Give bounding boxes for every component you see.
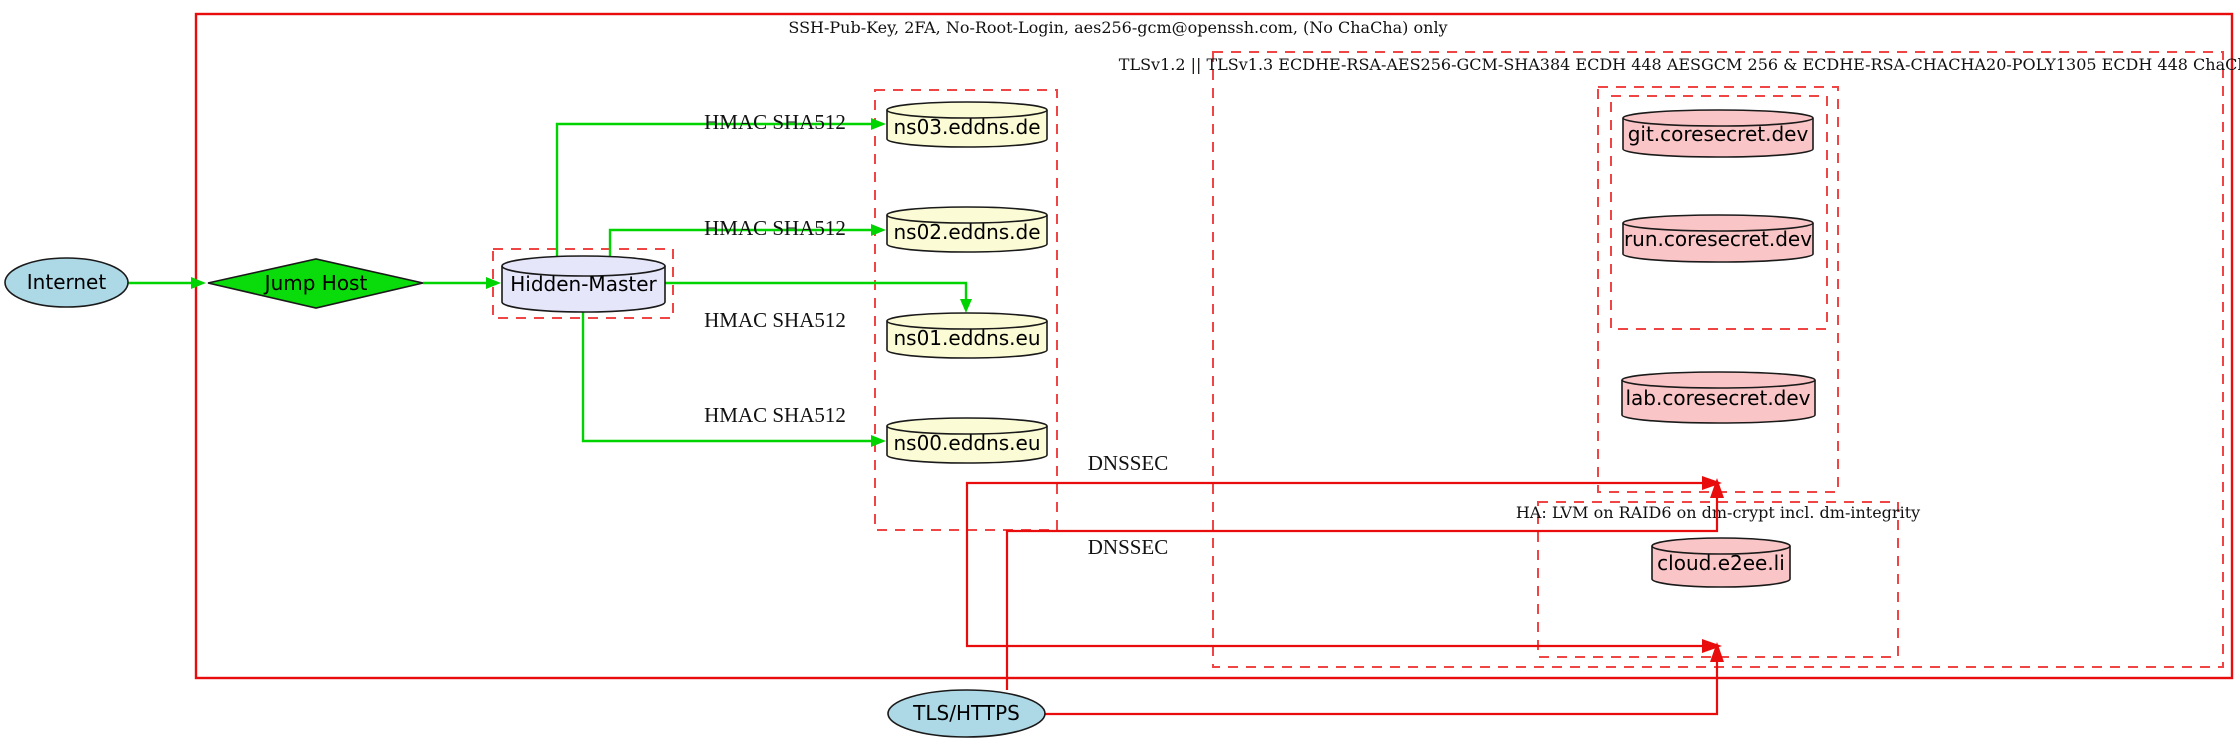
edge-label-dnssec-top: DNSSEC bbox=[1088, 451, 1169, 475]
node-ns01-label: ns01.eddns.eu bbox=[893, 326, 1040, 350]
node-ns02: ns02.eddns.de bbox=[886, 206, 1048, 253]
edge-internet-to-jumphost bbox=[128, 277, 206, 289]
edge-dnssec-upper bbox=[965, 476, 1722, 653]
node-ns02-label: ns02.eddns.de bbox=[893, 220, 1040, 244]
edge-hiddenmaster-to-ns00 bbox=[581, 312, 886, 447]
arrowhead bbox=[1710, 642, 1724, 662]
node-jump-host: Jump Host bbox=[207, 258, 424, 309]
edge-hiddenmaster-to-ns03 bbox=[555, 118, 886, 258]
cluster-nameservers-box bbox=[874, 89, 1058, 531]
node-ns01: ns01.eddns.eu bbox=[886, 312, 1048, 359]
node-internet: Internet bbox=[4, 257, 129, 308]
node-internet-label: Internet bbox=[27, 270, 107, 294]
edge-label-hmac-ns03: HMAC SHA512 bbox=[704, 110, 846, 134]
node-tls-https-label: TLS/HTTPS bbox=[912, 701, 1020, 725]
arrowhead bbox=[960, 299, 972, 313]
edge-label-hmac-ns01: HMAC SHA512 bbox=[704, 308, 846, 332]
node-run: run.coresecret.dev bbox=[1622, 214, 1814, 263]
edge-hiddenmaster-to-ns01 bbox=[665, 281, 972, 313]
node-hidden-master: Hidden-Master bbox=[501, 255, 666, 313]
node-lab-label: lab.coresecret.dev bbox=[1625, 386, 1810, 410]
arrowhead bbox=[1702, 639, 1722, 653]
arrowhead bbox=[486, 277, 501, 289]
arrowhead bbox=[871, 224, 886, 236]
node-cloud-label: cloud.e2ee.li bbox=[1657, 551, 1785, 575]
cluster-tls-label: TLSv1.2 || TLSv1.3 ECDHE-RSA-AES256-GCM-… bbox=[1119, 55, 2240, 74]
node-cloud: cloud.e2ee.li bbox=[1651, 537, 1791, 588]
node-git-label: git.coresecret.dev bbox=[1628, 122, 1809, 146]
edge-label-hmac-ns02: HMAC SHA512 bbox=[704, 216, 846, 240]
node-ns00-label: ns00.eddns.eu bbox=[893, 431, 1040, 455]
cluster-ssh-box bbox=[194, 12, 2234, 680]
node-git: git.coresecret.dev bbox=[1622, 109, 1814, 158]
cluster-hidden-master-box bbox=[492, 248, 674, 319]
node-ns03: ns03.eddns.de bbox=[886, 101, 1048, 148]
arrowhead bbox=[871, 435, 886, 447]
node-ns00: ns00.eddns.eu bbox=[886, 417, 1048, 464]
node-lab: lab.coresecret.dev bbox=[1621, 371, 1816, 424]
edge-hiddenmaster-to-ns02 bbox=[608, 224, 886, 258]
cluster-gitrun-inner-box bbox=[1610, 95, 1828, 330]
edge-tlshttps-to-lab-cluster bbox=[1005, 478, 1724, 690]
cluster-ssh-label: SSH-Pub-Key, 2FA, No-Root-Login, aes256-… bbox=[788, 18, 1447, 37]
node-jump-host-label: Jump Host bbox=[263, 271, 368, 295]
node-tls-https: TLS/HTTPS bbox=[887, 689, 1046, 738]
edge-label-hmac-ns00: HMAC SHA512 bbox=[704, 403, 846, 427]
edge-label-dnssec-bottom: DNSSEC bbox=[1088, 535, 1169, 559]
node-run-label: run.coresecret.dev bbox=[1624, 227, 1812, 251]
node-hidden-master-label: Hidden-Master bbox=[510, 272, 657, 296]
edge-tlshttps-to-ha-cluster bbox=[1045, 642, 1724, 716]
edge-jumphost-to-hiddenmaster bbox=[423, 277, 501, 289]
arrowhead bbox=[191, 277, 206, 289]
arrowhead bbox=[871, 118, 886, 130]
node-ns03-label: ns03.eddns.de bbox=[893, 115, 1040, 139]
arrowhead bbox=[1702, 476, 1722, 490]
arrowhead bbox=[1710, 478, 1724, 498]
